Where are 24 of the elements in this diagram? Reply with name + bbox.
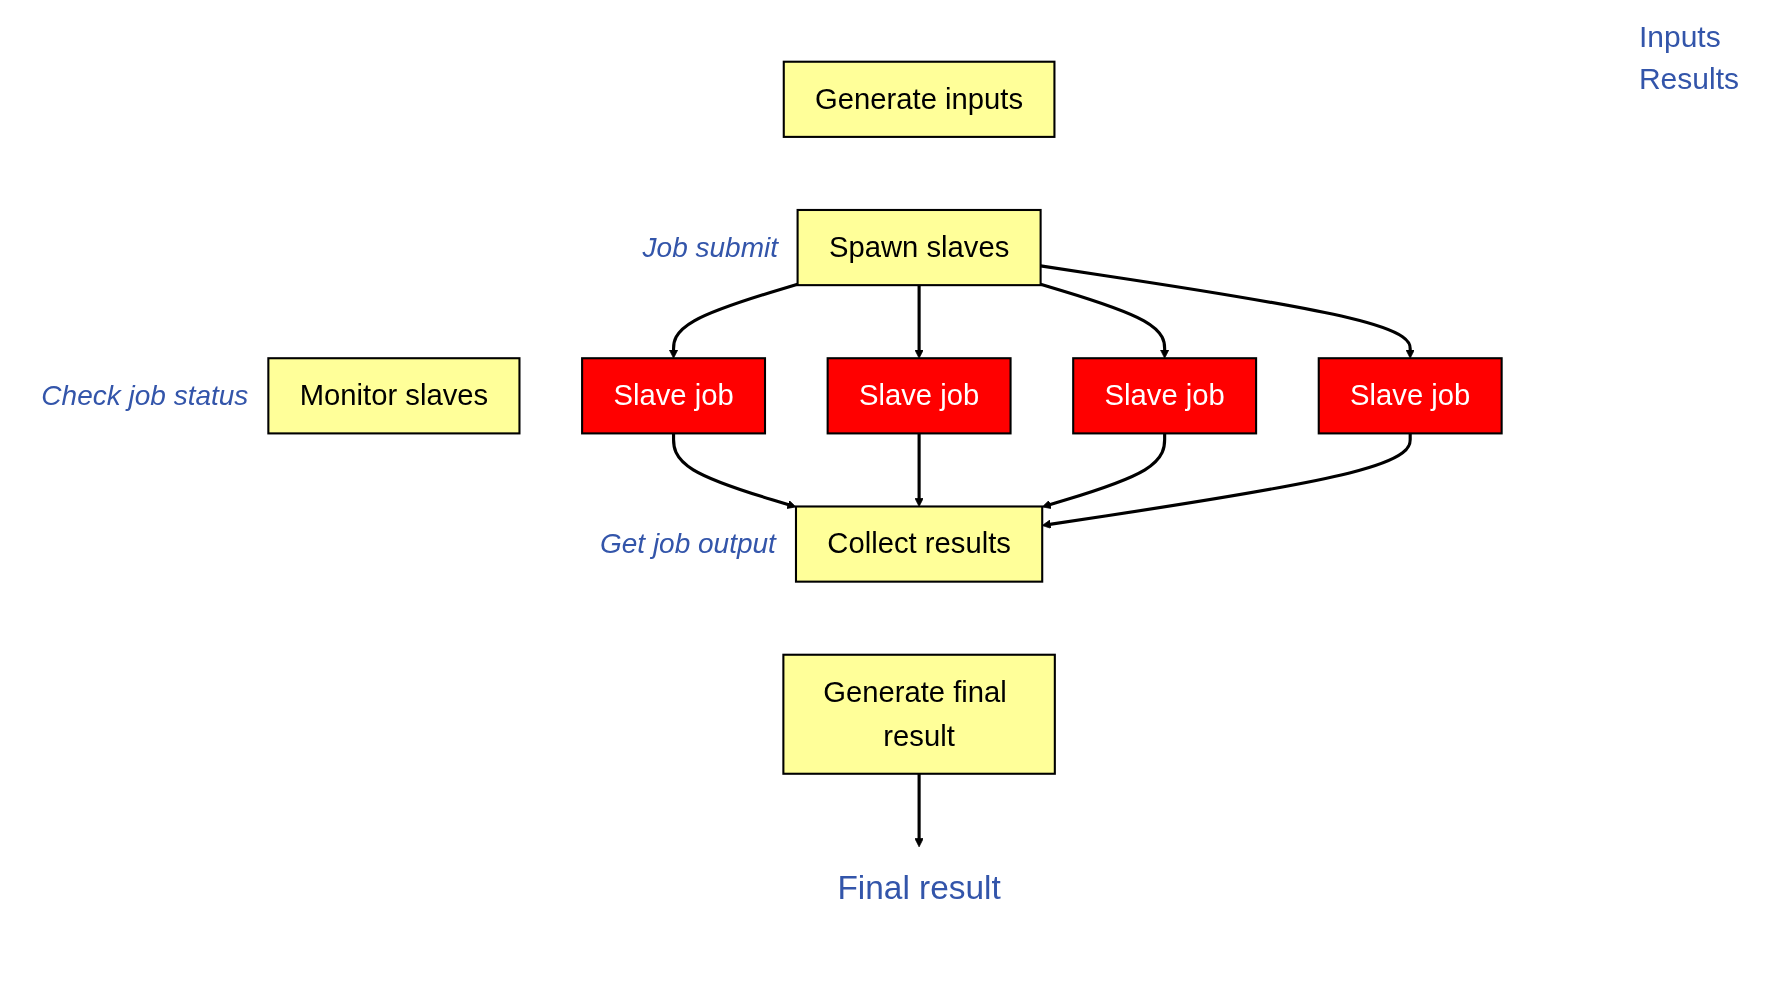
node-text: Final result: [837, 868, 1001, 907]
side-note: Job submit: [642, 231, 778, 264]
arrow: [1041, 433, 1412, 529]
side-note: Check job status: [41, 379, 249, 412]
node-box: Slave job: [581, 357, 767, 435]
side-note: Get job output: [600, 528, 776, 561]
arrow: [1041, 433, 1167, 509]
node-box: Collect results: [794, 505, 1044, 583]
arrow: [672, 433, 797, 509]
node-box: Generate inputs: [782, 60, 1056, 138]
node-box: Slave job: [1072, 357, 1258, 435]
node-box: Generate final result: [782, 653, 1056, 775]
node-box: Slave job: [826, 357, 1012, 435]
node-box: Monitor slaves: [267, 357, 521, 435]
arrow: [914, 773, 924, 848]
node-box: Slave job: [1317, 357, 1503, 435]
arrow: [914, 433, 924, 507]
arrow: [1040, 282, 1170, 359]
node-box: Spawn slaves: [796, 208, 1042, 287]
arrow: [914, 285, 924, 359]
arrow: [668, 282, 799, 359]
flow-label: Results: [1638, 62, 1739, 96]
flow-label: Inputs: [1638, 20, 1722, 54]
arrow: [1040, 264, 1415, 359]
